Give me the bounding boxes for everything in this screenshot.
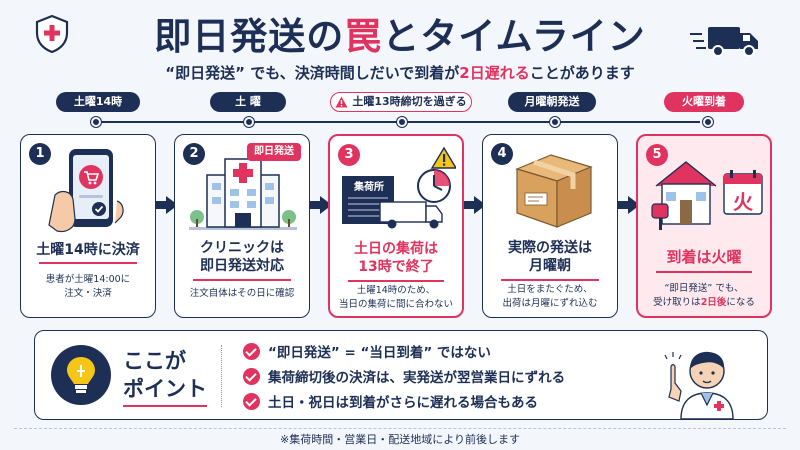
step-number: 1 <box>29 143 51 165</box>
arrow-shaft <box>156 201 168 209</box>
step-description: “即日発送” でも、受け取りは2日後になる <box>653 283 755 308</box>
step-description: 土日をまたぐため、出荷は月曜にずれ込む <box>502 284 598 309</box>
timeline-dot <box>397 117 407 127</box>
title-underline <box>123 405 207 407</box>
step-number: 3 <box>338 144 360 166</box>
step-description: 注文自体はその日に確認 <box>189 288 295 299</box>
title-underline <box>501 279 599 281</box>
timeline-label-3: 土曜13時締切を過ぎる <box>330 92 472 112</box>
check-icon <box>243 343 260 360</box>
timeline-dot <box>244 117 254 127</box>
divider <box>221 345 222 407</box>
step-card-1: 1 土曜14時に決済 患者が土曜14:00に注文・決済 <box>20 134 156 318</box>
title-underline <box>39 262 137 264</box>
arrow-shaft <box>310 201 322 209</box>
page-subtitle: “即日発送” でも、決済時間しだいで到着が2日遅れることがあります <box>165 64 635 82</box>
step-description: 患者が土曜14:00に注文・決済 <box>45 274 131 299</box>
footnote: ※集荷時間・営業日・配送地域により前後します <box>280 433 520 446</box>
check-icon <box>243 393 260 410</box>
same-day-badge: 即日発送 <box>247 143 301 161</box>
title-underline <box>348 280 444 282</box>
warning-icon <box>335 96 348 108</box>
doctor-illustration-icon <box>664 351 734 419</box>
house-mailbox-calendar-icon <box>651 161 763 230</box>
title-underline <box>193 279 291 281</box>
delivery-truck-icon <box>690 27 758 57</box>
step-title: 実際の発送は月曜朝 <box>508 240 592 274</box>
timeline-label-1: 土曜14時 <box>56 92 140 112</box>
smartphone-cart-icon <box>48 149 124 233</box>
clinic-building-icon <box>189 158 297 230</box>
timeline-label-4: 月曜朝発送 <box>508 92 596 112</box>
point-title: ここがポイント <box>123 349 207 401</box>
timeline-label-2: 土 曜 <box>210 92 286 112</box>
lightbulb-icon <box>67 357 95 393</box>
step-card-2: 2 即日発送 クリニックは即日発送対応 注文自体はその日に確認 <box>174 134 310 318</box>
timeline-dot <box>91 117 101 127</box>
check-icon <box>243 368 260 385</box>
step-title: 土曜14時に決済 <box>36 242 140 258</box>
step-card-4: 4 実際の発送は月曜朝 土日をまたぐため、出荷は月曜にずれ込む <box>482 134 618 318</box>
step-number: 4 <box>491 143 513 165</box>
depot-sign: 集荷所 <box>354 182 384 193</box>
arrow-shaft <box>618 201 630 209</box>
page-title: 即日発送の罠とタイムライン <box>154 15 646 58</box>
step-title: 到着は火曜 <box>666 248 742 266</box>
depot-truck-clock-icon <box>342 146 456 229</box>
point-item: 集荷締切後の決済は、実発送が翌営業日にずれる <box>243 366 565 386</box>
calendar-day: 火 <box>733 190 753 214</box>
timeline-label-5: 火曜到着 <box>664 92 744 112</box>
title-underline <box>656 271 752 273</box>
point-item: 土日・祝日は到着がさらに遅れる場合もある <box>243 391 538 411</box>
step-number: 5 <box>646 144 668 166</box>
step-card-5: 火 5 到着は火曜 “即日発送” でも、受け取りは2日後になる <box>636 134 772 318</box>
footer-divider <box>14 428 786 429</box>
timeline-dot <box>703 117 713 127</box>
step-description: 土曜14時のため、当日の集荷に間に合わない <box>338 285 453 310</box>
step-number: 2 <box>183 143 205 165</box>
timeline-dot <box>550 117 560 127</box>
arrow-shaft <box>464 201 476 209</box>
point-item: “即日発送” = “当日到着” ではない <box>243 341 491 361</box>
shield-cross-icon <box>35 14 69 54</box>
cardboard-box-icon <box>515 154 593 228</box>
step-title: クリニックは即日発送対応 <box>200 240 284 274</box>
key-points-panel: ここがポイント “即日発送” = “当日到着” ではない 集荷締切後の決済は、実… <box>34 330 768 420</box>
